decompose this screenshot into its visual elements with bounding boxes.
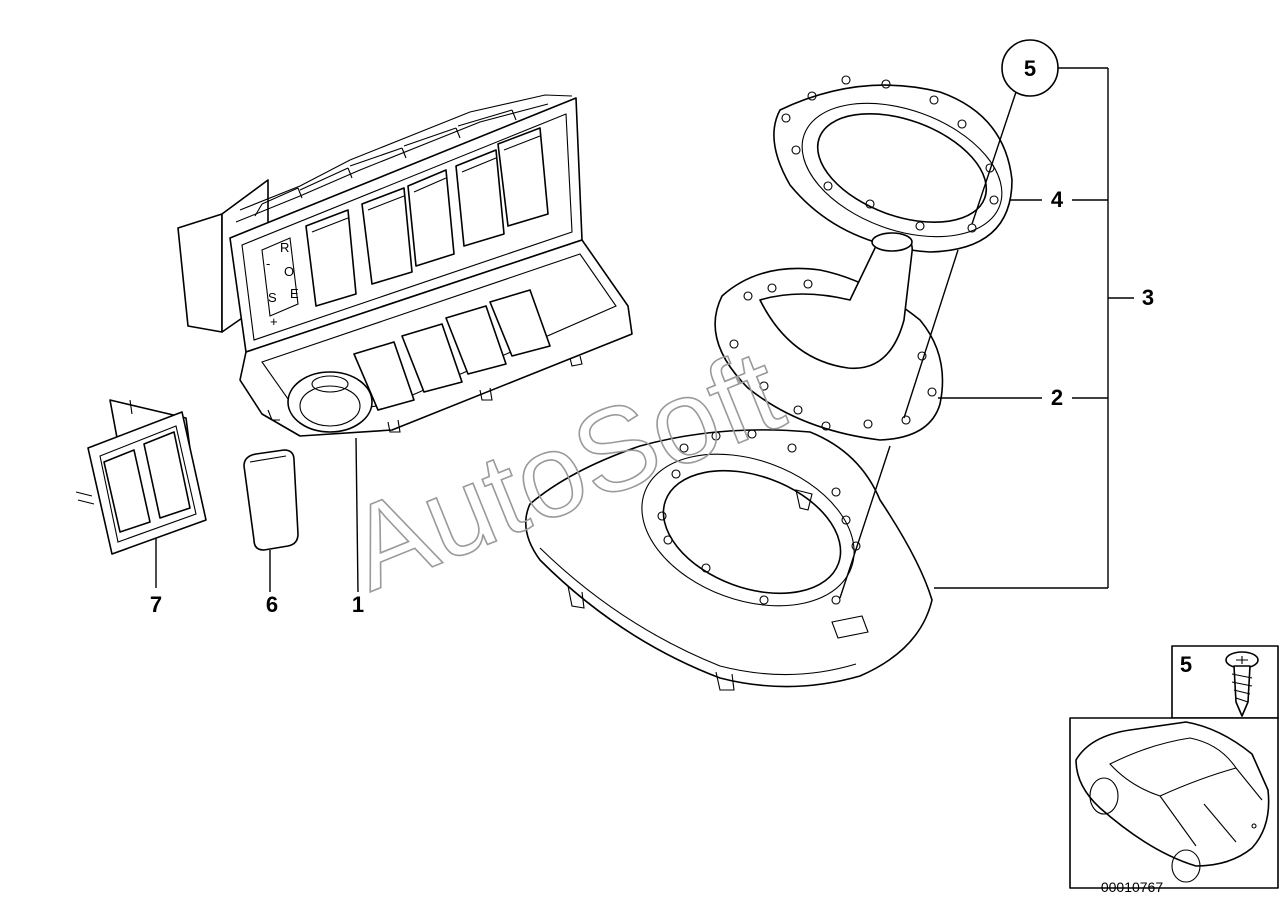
shift-boot[interactable] xyxy=(714,232,944,441)
leader-lines xyxy=(155,67,1134,599)
switch-frame[interactable] xyxy=(75,399,207,555)
callout-4: 4 xyxy=(1051,187,1064,212)
gear-label-s: S xyxy=(268,290,277,305)
gearshift-trim-cover[interactable] xyxy=(524,427,933,691)
screw-icon xyxy=(1225,651,1259,717)
legend-5: 5 xyxy=(1180,652,1192,677)
vehicle-location-thumbnail xyxy=(1069,717,1279,889)
callout-7: 7 xyxy=(150,592,162,617)
callout-1: 1 xyxy=(352,592,364,617)
callout-circle-5 xyxy=(1001,39,1059,97)
callout-5: 5 xyxy=(1024,56,1036,81)
callout-2: 2 xyxy=(1051,385,1063,410)
switch-center-console[interactable]: R O S E - + xyxy=(177,94,633,437)
diagram-number: 00010767 xyxy=(1101,879,1164,895)
blind-cap[interactable] xyxy=(243,449,299,551)
car-icon xyxy=(1075,721,1270,883)
gasket-frame[interactable] xyxy=(773,75,1020,262)
gear-label-e: E xyxy=(290,286,299,301)
gear-label-plus: + xyxy=(270,314,278,329)
gear-label-minus: - xyxy=(266,256,270,271)
gear-label-r: R xyxy=(280,240,289,255)
callout-6: 6 xyxy=(266,592,278,617)
callout-3: 3 xyxy=(1142,285,1154,310)
gear-label-o: O xyxy=(284,264,294,279)
screw-legend: 5 xyxy=(1171,645,1279,719)
